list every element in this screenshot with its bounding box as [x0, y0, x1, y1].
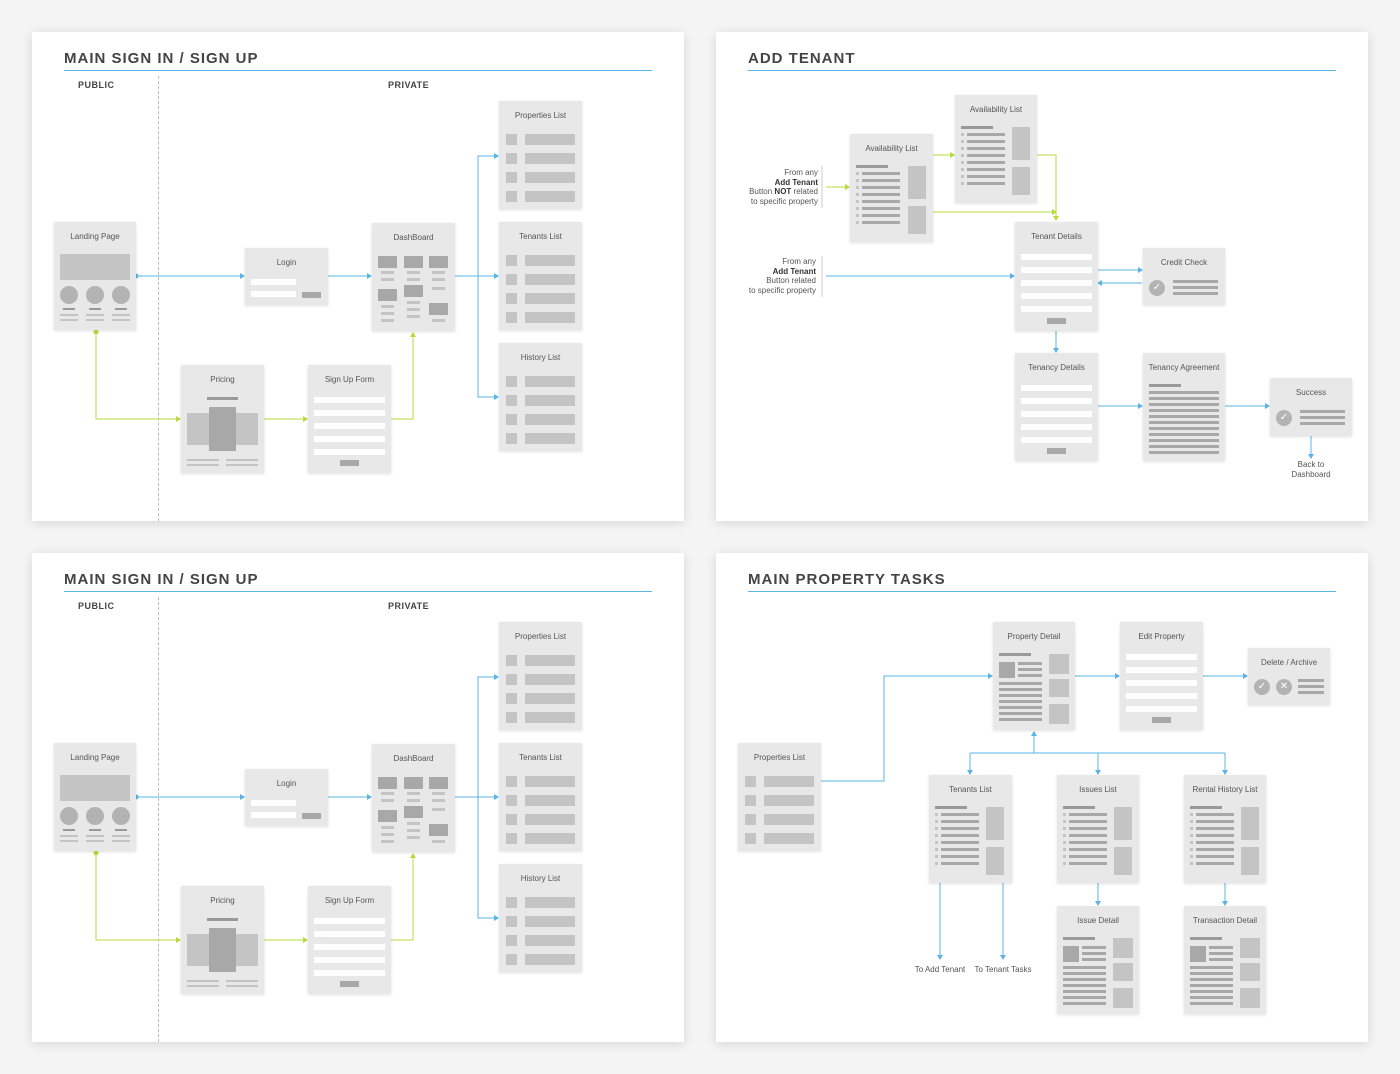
private-label: PRIVATE — [388, 80, 430, 90]
pricing-screen[interactable]: Pricing — [181, 886, 264, 994]
image-placeholder-icon — [999, 662, 1015, 678]
history-list-screen[interactable]: History List — [499, 343, 582, 451]
screen-title: Property Detail — [1007, 632, 1061, 641]
tenant-details-screen[interactable]: Tenant Details — [1015, 222, 1098, 331]
screen-title: Delete / Archive — [1260, 658, 1318, 667]
availability-list-screen-2[interactable]: Availability List — [955, 95, 1037, 203]
screen-title: Properties List — [514, 632, 567, 641]
signup-form-screen[interactable]: Sign Up Form — [308, 365, 391, 473]
screen-title: Properties List — [514, 111, 567, 120]
image-placeholder-icon — [1190, 946, 1206, 962]
screen-title: Issues List — [1079, 785, 1117, 794]
tenants-list-screen[interactable]: Tenants List — [499, 222, 582, 330]
public-private-divider — [158, 597, 159, 1042]
login-screen[interactable]: Login — [245, 769, 328, 826]
check-icon: ✓ — [1149, 280, 1165, 296]
screen-title: Tenants List — [519, 232, 562, 241]
tenancy-agreement-screen[interactable]: Tenancy Agreement — [1143, 353, 1225, 461]
close-icon: ✕ — [1276, 679, 1292, 695]
dashboard-screen[interactable]: DashBoard — [372, 744, 455, 852]
screen-title: Sign Up Form — [324, 896, 375, 905]
screen-title: Login — [276, 779, 297, 788]
transaction-detail-screen[interactable]: Transaction Detail — [1184, 906, 1266, 1014]
edit-property-screen[interactable]: Edit Property — [1120, 622, 1203, 730]
note-add-tenant-related: From any Add Tenant Button related to sp… — [748, 257, 816, 295]
title-rule — [64, 591, 652, 592]
flow-connectors — [812, 673, 1248, 960]
image-placeholder-icon — [1063, 946, 1079, 962]
screen-title: Sign Up Form — [324, 375, 375, 384]
to-tenant-tasks-label[interactable]: To Tenant Tasks — [974, 965, 1032, 974]
login-screen[interactable]: Login — [245, 248, 328, 305]
private-label: PRIVATE — [388, 601, 430, 611]
landing-page-screen[interactable]: Landing Page — [54, 743, 136, 851]
back-to-dashboard-label[interactable]: Back to Dashboard — [1291, 460, 1331, 479]
signup-form-screen[interactable]: Sign Up Form — [308, 886, 391, 994]
screen-title: Tenancy Details — [1028, 363, 1085, 372]
panel-signin-top: MAIN SIGN IN / SIGN UP PUBLIC PRIVATE La… — [32, 32, 684, 521]
success-screen[interactable]: Success ✓ — [1270, 378, 1352, 436]
landing-page-screen[interactable]: Landing Page — [54, 222, 136, 330]
panel-title: MAIN SIGN IN / SIGN UP — [64, 50, 259, 67]
public-label: PUBLIC — [78, 601, 115, 611]
screen-title: DashBoard — [393, 754, 434, 763]
screen-title: Login — [276, 258, 297, 267]
properties-list-screen[interactable]: Properties List — [499, 622, 582, 730]
properties-list-screen[interactable]: Properties List — [738, 743, 821, 851]
screen-title: History List — [520, 353, 561, 362]
title-rule — [64, 70, 652, 71]
panel-title: MAIN PROPERTY TASKS — [748, 571, 946, 588]
availability-list-screen[interactable]: Availability List — [850, 134, 933, 242]
screen-title: Tenant Details — [1031, 232, 1082, 241]
tenants-list-screen[interactable]: Tenants List — [929, 775, 1012, 883]
screen-title: Properties List — [753, 753, 806, 762]
tenancy-details-screen[interactable]: Tenancy Details — [1015, 353, 1098, 461]
screen-title: History List — [520, 874, 561, 883]
issues-list-screen[interactable]: Issues List — [1057, 775, 1139, 883]
title-rule — [748, 70, 1336, 71]
pricing-screen[interactable]: Pricing — [181, 365, 264, 473]
check-icon: ✓ — [1276, 410, 1292, 426]
panel-title: ADD TENANT — [748, 50, 856, 67]
panel-add-tenant: ADD TENANT From any Add Tenant Button NO — [716, 32, 1368, 521]
screen-title: Availability List — [865, 144, 918, 153]
panel-property-tasks: MAIN PROPERTY TASKS Properties List — [716, 553, 1368, 1042]
history-list-screen[interactable]: History List — [499, 864, 582, 972]
screen-title: Edit Property — [1138, 632, 1185, 641]
screen-title: Landing Page — [70, 753, 120, 762]
screen-title: Issue Detail — [1077, 916, 1119, 925]
flow-connectors — [93, 674, 499, 943]
screen-title: Landing Page — [70, 232, 120, 241]
screen-title: Tenants List — [949, 785, 992, 794]
note-add-tenant-not-related: From any Add Tenant Button NOT related t… — [749, 168, 818, 206]
check-icon: ✓ — [1254, 679, 1270, 695]
dashboard-screen[interactable]: DashBoard — [372, 223, 455, 331]
issue-detail-screen[interactable]: Issue Detail — [1057, 906, 1139, 1014]
to-add-tenant-label[interactable]: To Add Tenant — [914, 965, 966, 974]
flow-connectors — [821, 152, 1314, 459]
title-rule — [748, 591, 1336, 592]
screen-title: Success — [1295, 388, 1327, 397]
screen-title: Tenants List — [519, 753, 562, 762]
screen-title: Tenancy Agreement — [1148, 363, 1220, 372]
properties-list-screen[interactable]: Properties List — [499, 101, 582, 209]
delete-archive-screen[interactable]: Delete / Archive ✓ ✕ — [1248, 648, 1330, 705]
panel-signin-bottom: MAIN SIGN IN / SIGN UP PUBLIC PRIVATE La… — [32, 553, 684, 1042]
screen-title: DashBoard — [393, 233, 434, 242]
screen-title: Rental History List — [1192, 785, 1258, 794]
rental-history-list-screen[interactable]: Rental History List — [1184, 775, 1266, 883]
panel-title: MAIN SIGN IN / SIGN UP — [64, 571, 259, 588]
public-private-divider — [158, 76, 159, 521]
tenants-list-screen[interactable]: Tenants List — [499, 743, 582, 851]
public-label: PUBLIC — [78, 80, 115, 90]
screen-title: Pricing — [210, 375, 235, 384]
flow-connectors — [93, 153, 499, 422]
credit-check-screen[interactable]: Credit Check ✓ — [1143, 248, 1225, 305]
screen-title: Transaction Detail — [1192, 916, 1258, 925]
screen-title: Availability List — [969, 105, 1023, 114]
screen-title: Credit Check — [1160, 258, 1208, 267]
screen-title: Pricing — [210, 896, 235, 905]
property-detail-screen[interactable]: Property Detail — [993, 622, 1075, 730]
